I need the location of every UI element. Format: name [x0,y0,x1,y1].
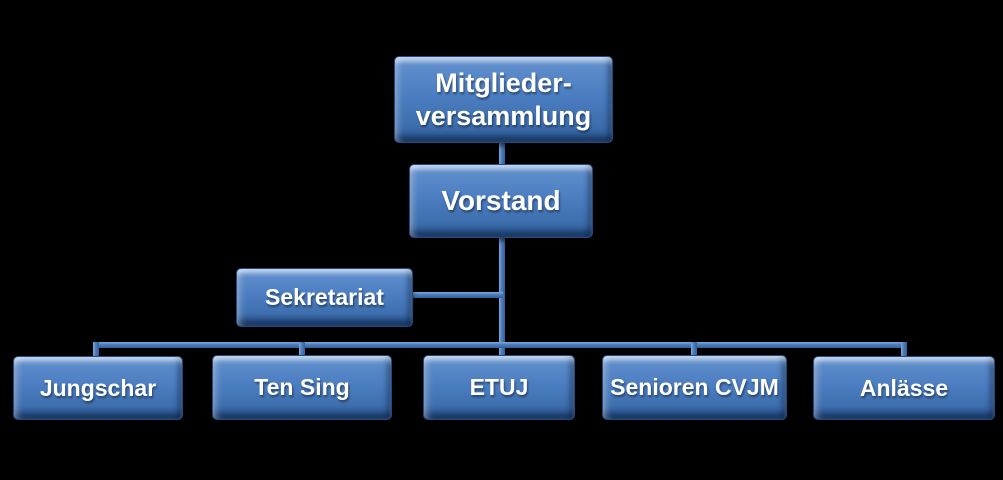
org-node-anlaesse: Anlässe [813,356,995,420]
org-node-label: Senioren CVJM [610,374,779,401]
connector-mitglieder-to-vorstand [499,140,505,166]
connector-drop-anlaesse [901,342,907,357]
org-node-label: Jungschar [39,374,157,401]
org-node-vorstand: Vorstand [409,164,593,238]
connector-drop-jungschar [93,342,99,357]
org-node-mitgliederversammlung: Mitglieder- versammlung [394,56,613,143]
org-node-label: Sekretariat [265,284,384,311]
org-node-ten-sing: Ten Sing [212,355,392,420]
org-node-label: versammlung [415,100,592,131]
connector-sekretariat-branch [411,292,503,298]
connector-drop-tensing [299,342,305,356]
org-node-label: Mitglieder- [435,67,572,98]
connector-drop-senioren [691,342,697,356]
org-node-sekretariat: Sekretariat [236,268,413,327]
org-node-jungschar: Jungschar [13,356,183,420]
org-node-label: Anlässe [859,374,949,401]
org-node-label: ETUJ [469,374,529,401]
connector-children-rail [93,342,907,348]
org-node-label: Vorstand [441,184,561,216]
org-node-senioren-cvjm: Senioren CVJM [602,355,787,420]
org-node-label: Ten Sing [254,374,350,401]
org-node-etuj: ETUJ [423,355,575,420]
